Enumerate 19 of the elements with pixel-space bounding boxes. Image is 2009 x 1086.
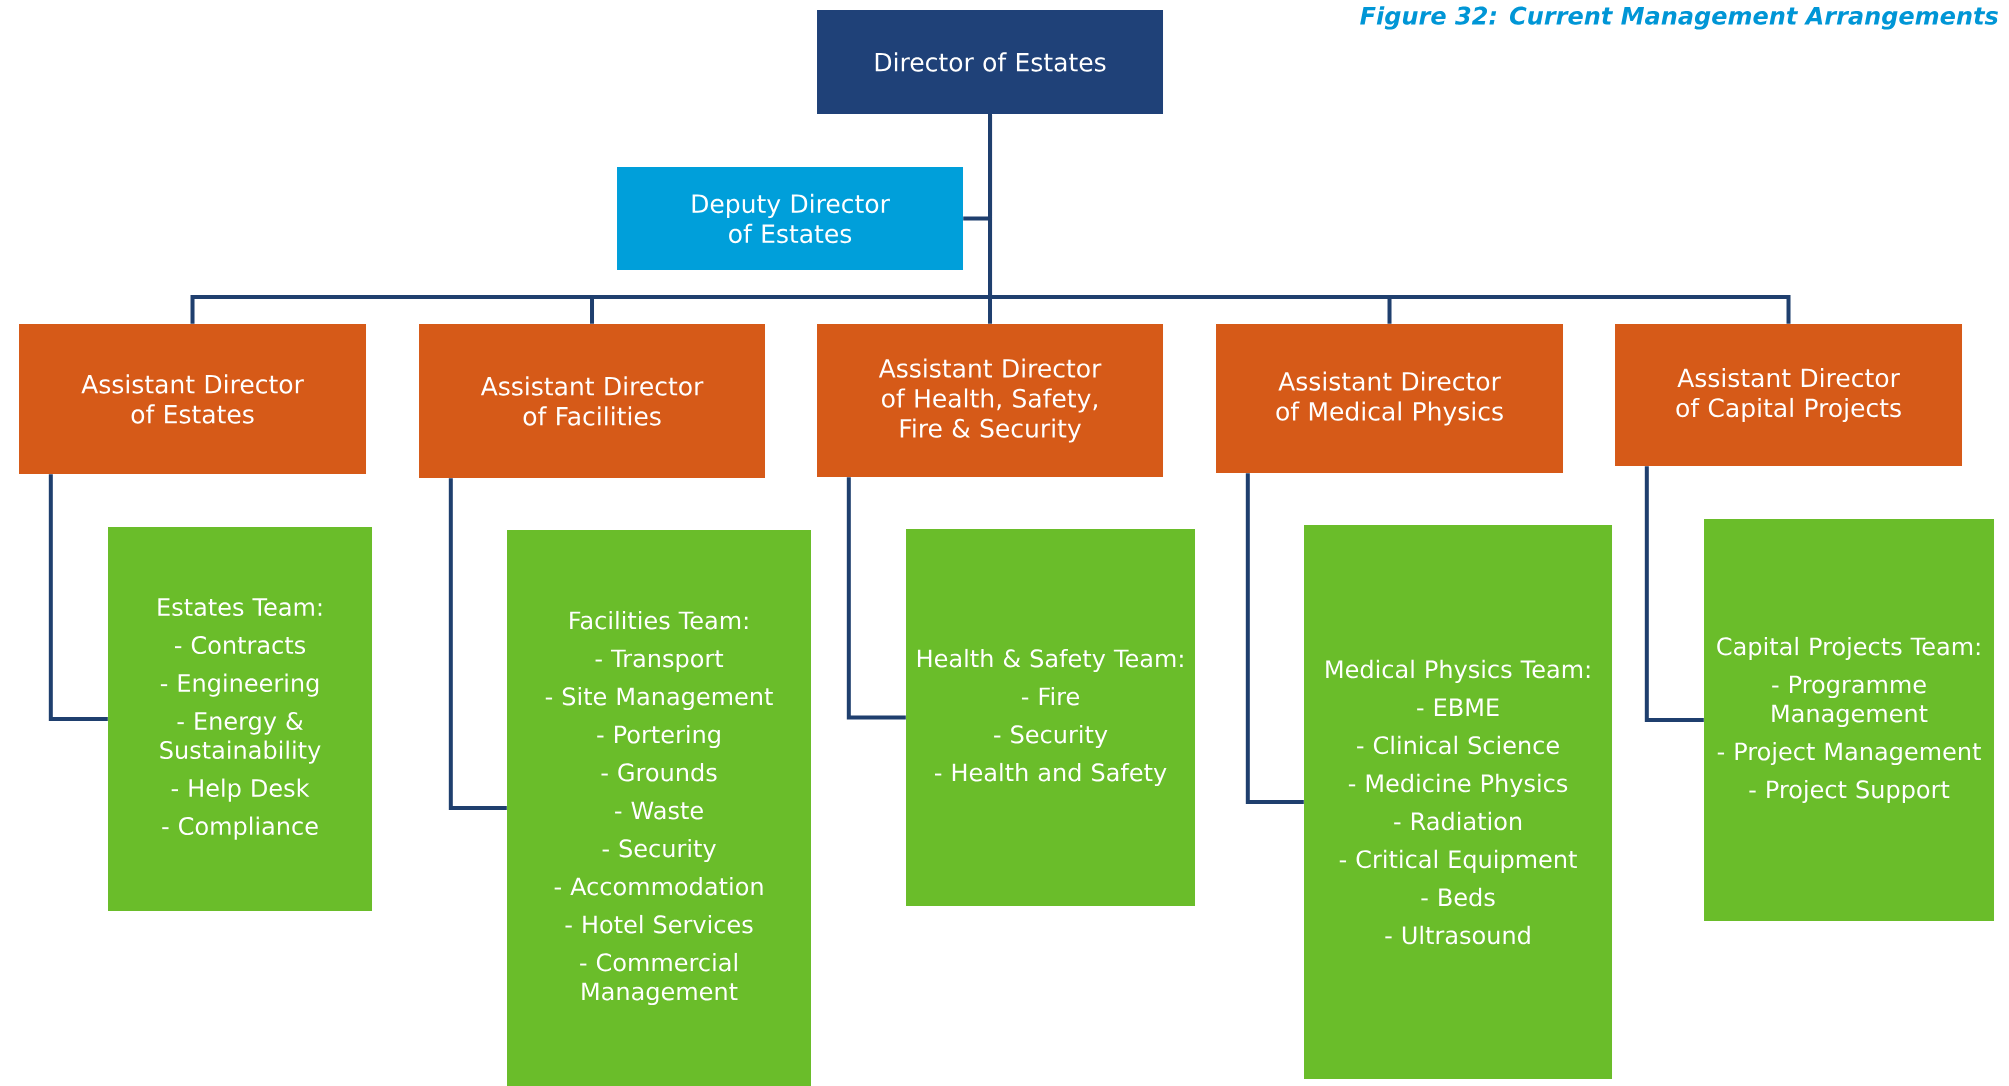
assistant-director-box: Assistant Director of Health, Safety, Fire & Security (817, 324, 1163, 477)
connector-line (846, 477, 906, 720)
assistant-director-box: Assistant Director of Capital Projects (1615, 324, 1962, 466)
assistant-director-box: Assistant Director of Facilities (419, 324, 765, 478)
connector-line (1245, 473, 1304, 804)
assistant-director-box: Assistant Director of Medical Physics (1216, 324, 1563, 473)
deputy-box: Deputy Director of Estates (617, 167, 963, 270)
connector-line (48, 474, 108, 721)
team-box: Capital Projects Team: - Programme Management - Project Management - Project Support (1704, 519, 1994, 921)
team-box: Facilities Team: - Transport - Site Management - Portering - Grounds - Waste - Security - Accommodation - Hotel Services - Commercial Management (507, 530, 811, 1086)
connector-line (988, 114, 1791, 324)
team-box: Medical Physics Team: - EBME - Clinical Science - Medicine Physics - Radiation - Critical Equipment - Beds - Ultrasound (1304, 525, 1612, 1079)
director-box: Director of Estates (817, 10, 1163, 114)
connector-line (448, 478, 507, 810)
team-box: Health & Safety Team: - Fire - Security - Health and Safety (906, 529, 1195, 906)
figure-title: Figure 32: Current Management Arrangements (1360, 6, 1998, 30)
team-box: Estates Team: - Contracts - Engineering - Energy & Sustainability - Help Desk - Compliance (108, 527, 372, 911)
connector-line (1644, 466, 1704, 722)
assistant-director-box: Assistant Director of Estates (19, 324, 366, 474)
